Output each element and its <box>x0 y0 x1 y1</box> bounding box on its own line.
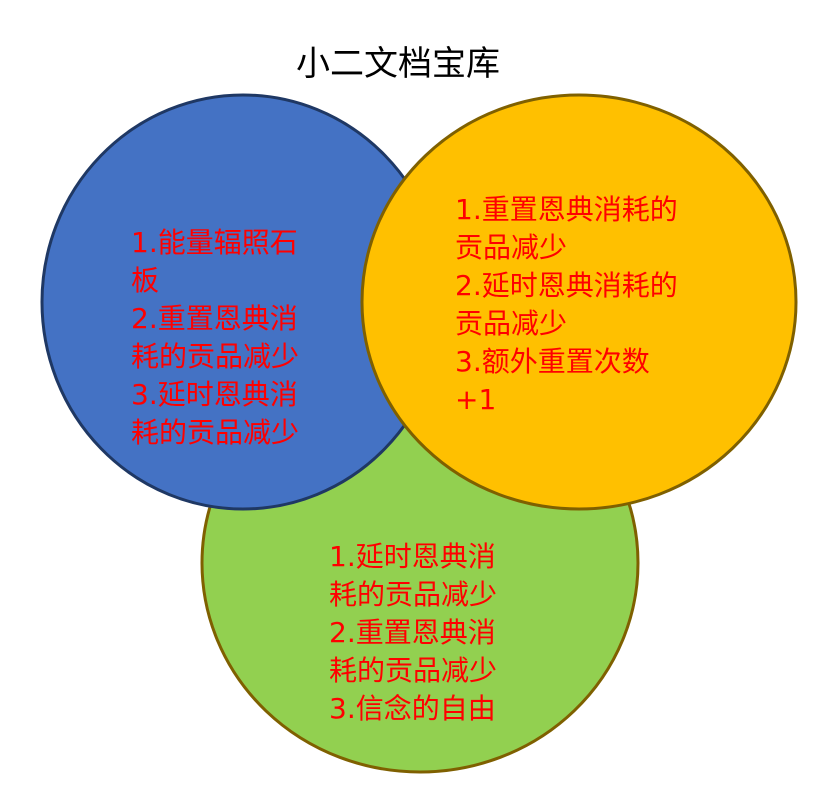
orange-circle-text: 1.重置恩典消耗的 贡品减少 2.延时恩典消耗的 贡品减少 3.额外重置次数 +… <box>455 191 678 419</box>
text-line: 1.能量辐照石 <box>131 226 298 259</box>
text-line: 3.额外重置次数 <box>455 345 650 378</box>
text-line: 1.延时恩典消 <box>329 540 496 573</box>
text-line: 耗的贡品减少 <box>329 578 498 611</box>
green-circle-text: 1.延时恩典消 耗的贡品减少 2.重置恩典消 耗的贡品减少 3.信念的自由 <box>329 538 497 728</box>
text-line: 3.信念的自由 <box>329 692 496 725</box>
text-line: 耗的贡品减少 <box>329 654 498 687</box>
orange-circle <box>360 93 798 511</box>
text-line: 1.重置恩典消耗的 <box>455 193 678 226</box>
text-line: 2.重置恩典消 <box>329 616 496 649</box>
text-line: +1 <box>455 383 497 416</box>
diagram-title: 小二文档宝库 <box>296 44 500 84</box>
text-line: 2.延时恩典消耗的 <box>455 269 678 302</box>
text-line: 2.重置恩典消 <box>131 302 298 335</box>
text-line: 3.延时恩典消 <box>131 378 298 411</box>
text-line: 耗的贡品减少 <box>131 340 300 373</box>
text-line: 耗的贡品减少 <box>131 416 300 449</box>
blue-circle-text: 1.能量辐照石 板 2.重置恩典消 耗的贡品减少 3.延时恩典消 耗的贡品减少 <box>131 224 299 452</box>
text-line: 板 <box>131 264 160 297</box>
text-line: 贡品减少 <box>455 231 568 264</box>
text-line: 贡品减少 <box>455 307 568 340</box>
